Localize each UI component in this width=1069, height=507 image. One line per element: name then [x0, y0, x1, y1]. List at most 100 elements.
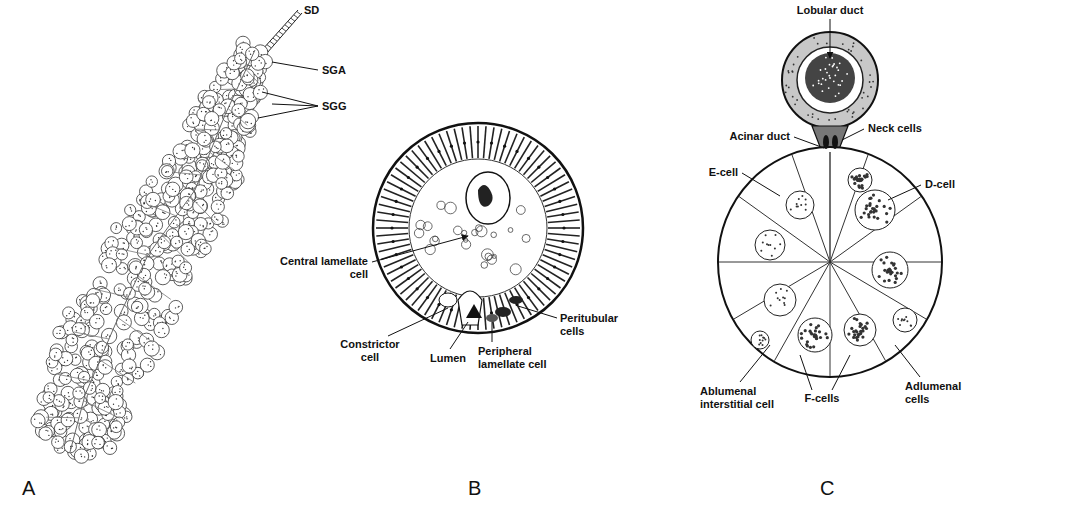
granule	[129, 368, 130, 369]
granule	[240, 47, 241, 48]
granule	[878, 199, 881, 202]
granule	[230, 192, 231, 193]
granule	[211, 120, 212, 121]
granule	[211, 231, 212, 232]
acinus	[200, 243, 212, 255]
granule	[234, 71, 235, 72]
acinus	[92, 436, 105, 449]
duct-content	[825, 79, 827, 81]
granule	[195, 176, 196, 177]
granule	[182, 150, 183, 151]
granule	[116, 380, 117, 381]
granule	[241, 102, 242, 103]
granule	[176, 273, 177, 274]
granule	[94, 443, 95, 444]
granule	[199, 162, 200, 163]
duct-wall	[813, 37, 815, 39]
granule	[226, 134, 227, 135]
duct-content	[836, 67, 838, 69]
duct-branch	[116, 248, 148, 255]
duct-branch	[221, 89, 237, 91]
mitochondrion	[561, 213, 564, 216]
granule	[106, 267, 107, 268]
granule	[144, 249, 145, 250]
granule	[172, 235, 173, 236]
granule	[175, 261, 176, 262]
granule	[114, 392, 115, 393]
lamella	[519, 146, 538, 172]
granule	[203, 163, 204, 164]
granule	[176, 271, 177, 272]
acinus	[100, 303, 112, 315]
granule	[136, 286, 137, 287]
granule	[145, 193, 146, 194]
granule	[209, 223, 210, 224]
acinus	[53, 326, 65, 338]
granule	[84, 304, 85, 305]
granule	[173, 320, 174, 321]
granule	[95, 322, 96, 323]
granule	[192, 112, 193, 113]
granule	[187, 126, 188, 127]
granule	[75, 391, 76, 392]
granule	[116, 225, 117, 226]
duct-content	[831, 57, 833, 59]
granule	[64, 395, 65, 396]
granule	[77, 413, 78, 414]
granule	[195, 175, 196, 176]
granule	[106, 297, 107, 298]
granule	[113, 404, 114, 405]
granule	[153, 315, 154, 316]
duct-content	[828, 87, 830, 89]
granule	[209, 102, 210, 103]
duct-content	[826, 72, 828, 74]
granule	[119, 388, 120, 389]
duct-ring	[285, 25, 289, 28]
lamella	[391, 265, 418, 282]
granule	[136, 239, 137, 240]
granule	[228, 142, 229, 143]
granule	[232, 163, 233, 164]
duct-wall	[785, 91, 787, 93]
duct-wall	[863, 92, 865, 94]
granule	[124, 243, 125, 244]
granule	[49, 359, 50, 360]
peripheral-cell	[486, 314, 498, 322]
mitochondrion	[416, 166, 419, 169]
granule	[90, 302, 91, 303]
granule	[242, 85, 243, 86]
lamella	[412, 150, 433, 174]
acinus	[235, 53, 246, 64]
granule	[216, 147, 217, 148]
granule	[779, 243, 781, 245]
granule	[118, 253, 119, 254]
granule	[70, 311, 71, 312]
granule	[192, 187, 193, 188]
granule	[97, 361, 98, 362]
duct-branch	[190, 197, 215, 223]
duct-wall	[853, 111, 855, 113]
duct-branch	[84, 401, 120, 419]
mitochondrion	[546, 277, 549, 280]
granule	[180, 260, 181, 261]
granule	[63, 406, 64, 407]
granule	[127, 379, 128, 380]
granule	[146, 253, 147, 254]
duct-wall	[791, 70, 793, 72]
vesicle	[437, 201, 445, 209]
granule	[91, 385, 92, 386]
granule	[72, 342, 73, 343]
granule	[106, 406, 107, 407]
granule	[112, 244, 113, 245]
secretory-cell	[855, 190, 895, 230]
granule	[226, 191, 227, 192]
granule	[99, 280, 100, 281]
granule	[90, 354, 91, 355]
granule	[192, 147, 193, 148]
granule	[99, 444, 100, 445]
lamella	[447, 131, 457, 161]
granule	[169, 317, 170, 318]
duct-branch	[56, 374, 91, 381]
lamella	[489, 127, 494, 159]
granule	[137, 371, 138, 372]
